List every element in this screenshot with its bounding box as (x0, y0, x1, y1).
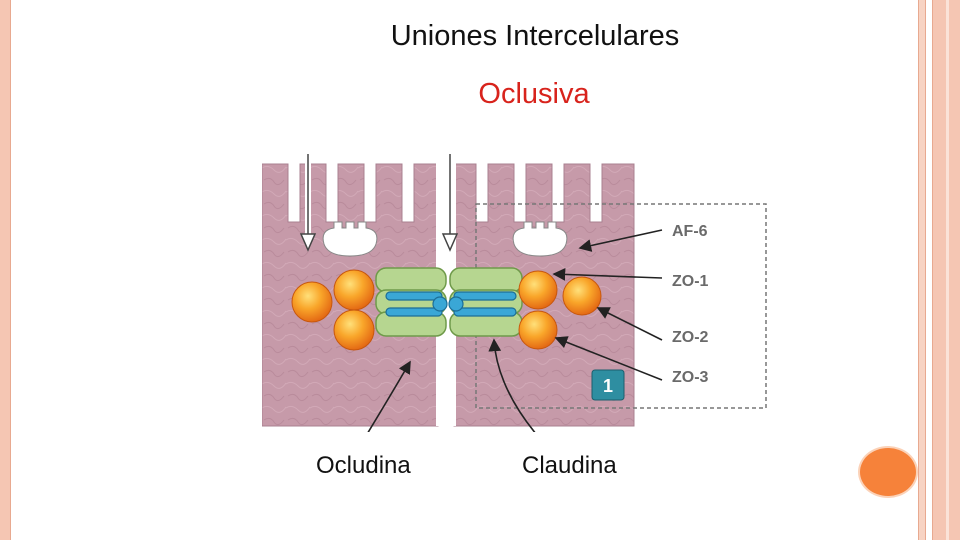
label-arrows (367, 229, 663, 432)
slide-title: Uniones Intercelulares (390, 20, 680, 52)
panel-number-badge (591, 369, 625, 401)
caption-ocludina: Ocludina (316, 452, 411, 479)
panel-number: 1 (603, 376, 613, 396)
label-zo3: ZO-3 (672, 369, 709, 386)
decorative-orange-circle (858, 446, 918, 498)
right-frame-highlight (946, 0, 949, 540)
label-zo2: ZO-2 (672, 329, 709, 346)
left-frame-border (0, 0, 11, 540)
paracellular-arrows (299, 154, 459, 252)
slide-subtitle: Oclusiva (478, 78, 590, 110)
claudin-bars (385, 291, 517, 317)
label-zo1: ZO-1 (672, 273, 709, 290)
label-af6: AF-6 (672, 223, 708, 240)
zo-protein-spheres (291, 269, 602, 351)
caption-claudina: Claudina (522, 452, 617, 479)
right-frame-stripe (918, 0, 926, 540)
af6-protein-shapes (322, 221, 568, 257)
tight-junction-diagram: AF-6 ZO-1 ZO-2 ZO-3 1 (262, 150, 767, 432)
